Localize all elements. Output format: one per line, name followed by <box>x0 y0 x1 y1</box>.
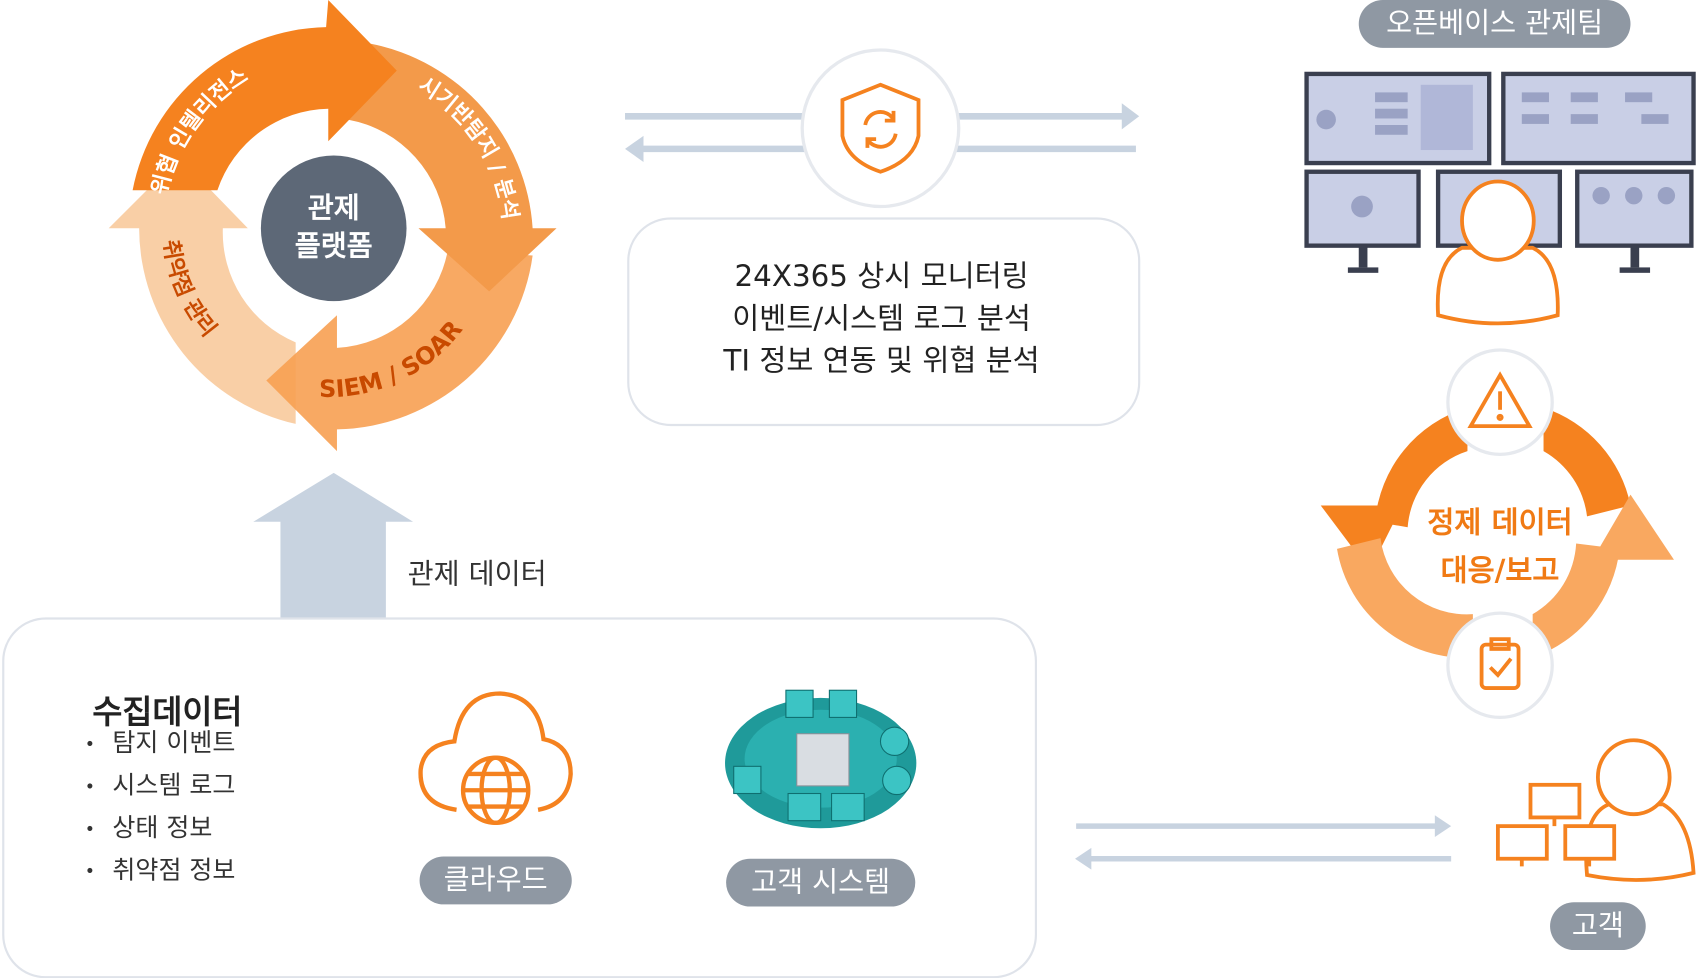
customer-badge: 고객 <box>1550 902 1646 951</box>
response-label: 정제 데이터 대응/보고 <box>1413 500 1587 596</box>
shield-refresh-icon <box>840 82 921 174</box>
list-item: 상태 정보 <box>85 808 236 850</box>
vulnerability-arrow <box>108 157 296 424</box>
monitoring-box <box>627 217 1141 427</box>
detection-arrow <box>347 43 557 292</box>
warning-icon <box>1467 371 1533 429</box>
customer-system-illustration <box>725 689 917 829</box>
monitoring-text: 24X365 상시 모니터링 이벤트/시스템 로그 분석 TI 정보 연동 및 … <box>627 255 1136 382</box>
clipboard-check-icon <box>1479 637 1521 690</box>
team-badge: 오픈베이스 관제팀 <box>1358 0 1631 48</box>
bidirectional-arrows <box>625 48 1140 209</box>
monitoring-line: 24X365 상시 모니터링 <box>734 259 1029 294</box>
cloud-globe-icon <box>418 691 573 826</box>
list-item: 탐지 이벤트 <box>85 723 235 765</box>
center-label: 관제 <box>308 191 360 224</box>
security-cycle-diagram: 위협 인텔리전스 시기반탐지 / 분석 SIEM / SOAR 취약점 관리 관… <box>108 0 557 452</box>
list-item: 취약점 정보 <box>85 850 235 892</box>
response-line: 대응/보고 <box>1440 554 1560 589</box>
threat-intel-arrow <box>132 0 397 191</box>
monitoring-team-illustration <box>1304 71 1696 326</box>
control-data-label: 관제 데이터 <box>407 558 547 592</box>
customer-system-badge: 고객 시스템 <box>726 858 916 907</box>
list-item: 시스템 로그 <box>85 765 235 807</box>
response-cycle <box>1320 348 1674 720</box>
customer-arrows <box>1075 815 1452 870</box>
person-icon <box>1435 179 1560 326</box>
monitoring-line: 이벤트/시스템 로그 분석 <box>732 302 1031 336</box>
collect-list: 탐지 이벤트 시스템 로그 상태 정보 취약점 정보 <box>85 723 236 893</box>
center-label: 플랫폼 <box>295 229 373 262</box>
response-line: 정제 데이터 <box>1427 506 1573 541</box>
customer-illustration <box>1495 738 1696 882</box>
monitoring-line: TI 정보 연동 및 위협 분석 <box>723 344 1040 379</box>
up-arrow <box>253 472 414 620</box>
cloud-badge: 클라우드 <box>419 856 572 905</box>
siem-soar-arrow <box>266 250 533 452</box>
